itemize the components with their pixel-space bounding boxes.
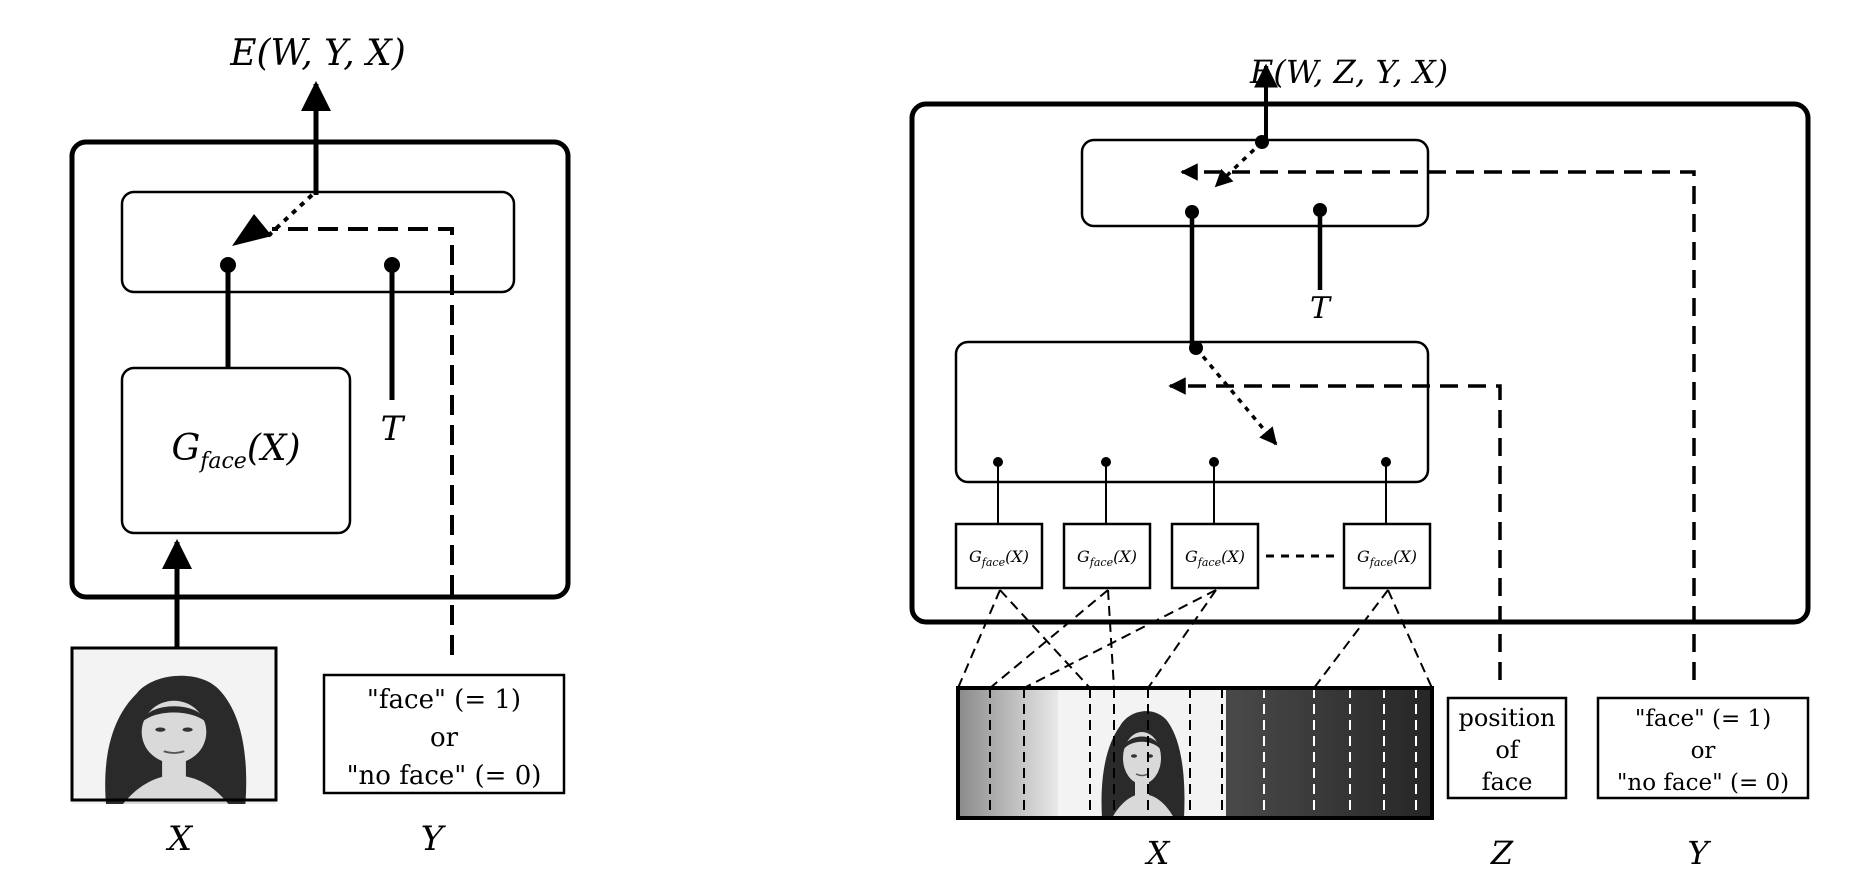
right-selector-box xyxy=(954,340,1430,484)
right-position-dashed-line xyxy=(1168,377,1502,680)
right-replica-3-label: Gface(X) xyxy=(1185,547,1245,569)
left-target-line-1: "face" (= 1) xyxy=(367,685,521,715)
right-replica-4-box xyxy=(1342,522,1432,590)
left-diagram: E(W, Y, X) T Gface(X) X "face" (= 1) or … xyxy=(69,33,571,859)
left-target-box xyxy=(322,673,566,795)
right-strip-window-lines xyxy=(989,688,1223,818)
left-target-line-3: "no face" (= 0) xyxy=(347,761,542,791)
right-receptive-field-lines xyxy=(957,589,1433,689)
right-position-line-2: of xyxy=(1495,736,1520,764)
right-target-line-3: "no face" (= 0) xyxy=(1617,770,1789,796)
left-energy-label: E(W, Y, X) xyxy=(229,33,406,74)
right-target-line-1: "face" (= 1) xyxy=(1635,706,1771,732)
right-position-caption: Z xyxy=(1490,834,1514,872)
right-selector-switch-arrow xyxy=(1194,346,1278,446)
right-position-box xyxy=(1446,696,1568,800)
right-target-box xyxy=(1596,696,1810,800)
left-target-caption: Y xyxy=(421,819,447,859)
right-position-line-3: face xyxy=(1482,768,1533,796)
right-input-caption: X xyxy=(1144,834,1171,872)
right-position-line-1: position xyxy=(1458,704,1555,732)
right-target-line-2: or xyxy=(1691,738,1716,764)
left-input-image-frame xyxy=(70,646,278,802)
right-strip-window-lines-light xyxy=(1263,688,1417,818)
right-replica-4-label: Gface(X) xyxy=(1357,547,1417,569)
right-threshold-label: T xyxy=(1310,291,1332,326)
right-top-switch-arrow xyxy=(1214,140,1264,188)
right-energy-label: E(W, Z, Y, X) xyxy=(1249,53,1448,91)
left-gface-box xyxy=(120,366,352,535)
right-input-image-frame xyxy=(956,686,1434,820)
right-target-caption: Y xyxy=(1687,834,1711,872)
right-label-dashed-line xyxy=(1180,163,1696,680)
right-replica-2-label: Gface(X) xyxy=(1077,547,1137,569)
right-strip-right-gradient xyxy=(1226,688,1432,818)
right-strip-face-image xyxy=(1081,687,1203,819)
left-threshold-label: T xyxy=(381,409,406,449)
right-replica-3-box xyxy=(1170,522,1260,590)
right-energy-module-box xyxy=(1080,138,1430,228)
left-input-caption: X xyxy=(165,819,194,859)
right-replica-2-box xyxy=(1062,522,1152,590)
right-strip-left-gradient xyxy=(958,688,1058,818)
right-machine-box xyxy=(909,101,1811,625)
left-input-face-image xyxy=(70,646,278,806)
right-replica-1-label: Gface(X) xyxy=(969,547,1029,569)
left-label-dashed-line xyxy=(272,227,454,655)
left-machine-box xyxy=(69,139,571,600)
right-replica-1-box xyxy=(954,522,1044,590)
left-gface-label: Gface(X) xyxy=(171,428,300,474)
left-energy-module-box xyxy=(120,190,516,294)
left-target-line-2: or xyxy=(430,723,459,753)
right-diagram: E(W, Z, Y, X) T Gface(X) Gface(X) Gface(… xyxy=(909,53,1811,872)
left-switch-arrowhead xyxy=(232,214,272,246)
